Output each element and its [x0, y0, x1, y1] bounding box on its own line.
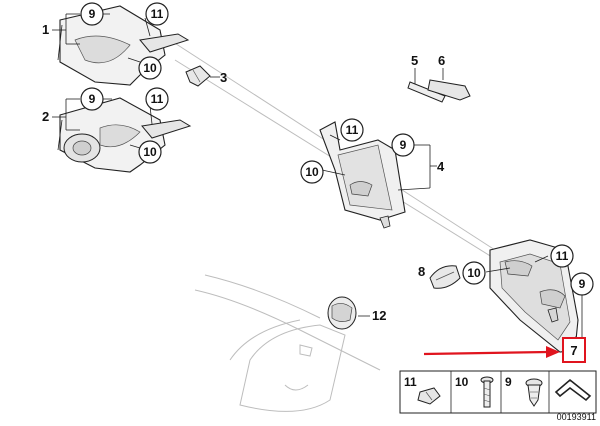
part-3-clip	[185, 65, 220, 87]
svg-text:11: 11	[151, 92, 164, 106]
callout-9-c: 9	[391, 133, 415, 157]
label-part-7: 7	[570, 343, 577, 358]
part-4-b-pillar-trim	[319, 121, 406, 229]
diagram-code: 00193911	[557, 412, 596, 421]
callout-10-a: 10	[138, 56, 162, 80]
callout-10-b: 10	[138, 140, 162, 164]
svg-text:11: 11	[151, 7, 164, 21]
fastener-clip-11-icon	[417, 387, 441, 405]
callout-9-a: 9	[80, 2, 104, 26]
label-part-2: 2	[42, 109, 49, 124]
fastener-expanding-clip-9-icon	[525, 378, 543, 407]
callout-group-2	[52, 98, 153, 149]
part-1-pillar-trim-upper	[57, 5, 190, 86]
legend-label-10: 10	[455, 375, 469, 389]
svg-text:9: 9	[89, 7, 96, 21]
label-part-12: 12	[372, 308, 386, 323]
fastener-bracket-icon	[554, 378, 592, 402]
svg-text:9: 9	[400, 138, 407, 152]
callout-group-4	[321, 134, 437, 191]
part-12-clip	[327, 296, 370, 330]
label-part-6: 6	[438, 53, 445, 68]
svg-text:10: 10	[143, 61, 157, 75]
callout-10-c: 10	[300, 160, 324, 184]
callout-9-d: 9	[570, 272, 594, 296]
legend-label-9: 9	[505, 375, 512, 389]
svg-text:9: 9	[579, 277, 586, 291]
fastener-legend: 11 10 9	[399, 370, 597, 414]
highlight-box-part-7	[562, 337, 586, 363]
part-7-c-pillar-trim	[489, 239, 579, 353]
callout-11-a: 11	[145, 2, 169, 26]
svg-text:10: 10	[467, 266, 481, 280]
callout-11-d: 11	[550, 244, 574, 268]
label-part-8: 8	[418, 264, 425, 279]
svg-text:9: 9	[89, 92, 96, 106]
svg-text:11: 11	[556, 249, 569, 263]
label-part-1: 1	[42, 22, 49, 37]
svg-text:11: 11	[346, 123, 359, 137]
callout-11-c: 11	[340, 118, 364, 142]
highlight-arrow	[423, 346, 560, 358]
fastener-screw-10-icon	[480, 376, 494, 408]
callout-9-b: 9	[80, 87, 104, 111]
label-part-3: 3	[220, 70, 227, 85]
callout-10-d: 10	[462, 261, 486, 285]
part-8-cover	[429, 265, 461, 289]
svg-text:10: 10	[143, 145, 157, 159]
part-6-cover	[427, 68, 471, 101]
svg-text:10: 10	[305, 165, 319, 179]
callout-11-b: 11	[145, 87, 169, 111]
legend-label-11: 11	[404, 375, 417, 389]
part-2-pillar-trim-lower	[57, 97, 192, 173]
label-part-5: 5	[411, 53, 418, 68]
label-part-4: 4	[437, 159, 445, 174]
